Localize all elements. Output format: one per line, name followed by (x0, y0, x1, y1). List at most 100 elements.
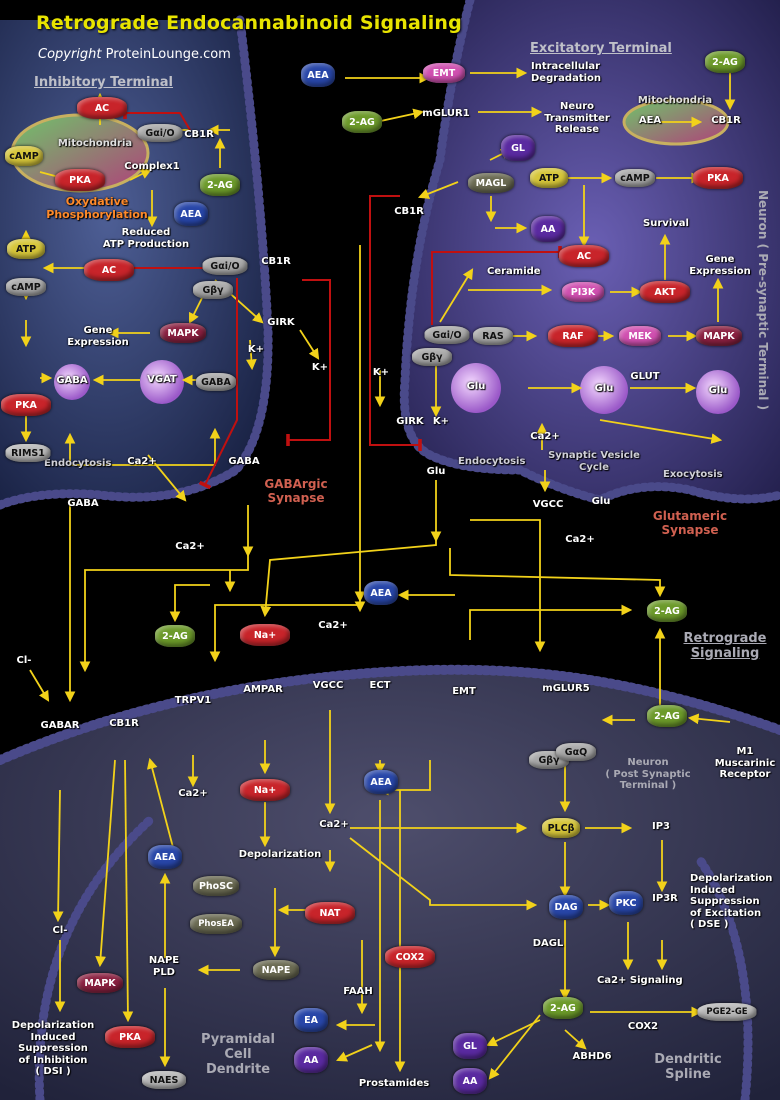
node-gaba-3: GABA (67, 498, 99, 509)
node-glu-3: Glu (426, 466, 446, 477)
node-cl-1: Cl- (16, 655, 32, 666)
node-ca-post-1: Ca2+ (178, 788, 208, 799)
node-ac-exc: AC (559, 245, 609, 267)
node-pka-post: PKA (105, 1026, 155, 1048)
mitochondria-exc-label: Mitochondria (637, 95, 713, 106)
node-aea-inh: AEA (174, 202, 208, 226)
neurotransmitter-release-line3: Release (554, 124, 600, 135)
node-ea: EA (294, 1008, 328, 1032)
dse-line3: Suppression (690, 896, 760, 907)
node-ca-exc: Ca2+ (530, 431, 560, 442)
node-emt-post: EMT (452, 686, 476, 697)
pyramidal-dendrite-line2: Cell (224, 1046, 252, 1062)
node-gaba-2: GABA (196, 373, 236, 391)
node-ca-inh-2: Ca2+ (175, 541, 205, 552)
inhibitory-terminal-label: Inhibitory Terminal (34, 75, 173, 90)
node-ect: ECT (369, 680, 391, 691)
node-faah: FAAH (343, 986, 373, 997)
node-pge2-ge: PGE2-GE (697, 1003, 757, 1021)
pyramidal-dendrite-line1: Pyramidal (201, 1032, 275, 1047)
exocytosis-label: Exocytosis (663, 469, 723, 480)
node-m1-receptor-line2: Muscarinic (714, 757, 776, 769)
node-aa-post-2: AA (453, 1068, 487, 1094)
node-complex1: Complex1 (124, 161, 180, 172)
node-aea-mid: AEA (364, 581, 398, 605)
node-k-exc: K+ (372, 367, 390, 378)
node-k-exc-2: K+ (432, 416, 450, 427)
pyramidal-dendrite-label: Pyramidal Cell Dendrite (201, 1032, 275, 1078)
neurotransmitter-release-label: Neuro Transmitter Release (544, 101, 610, 136)
node-gl-exc: GL (501, 135, 535, 161)
pyramidal-dendrite-line3: Dendrite (205, 1061, 271, 1077)
retrograde-signaling-line2: Signaling (690, 645, 760, 661)
synaptic-vesicle-cycle-line2: Cycle (578, 461, 609, 473)
glutameric-synapse-line1: Glutameric (652, 509, 728, 523)
node-trpv1: TRPV1 (174, 695, 212, 706)
node-atp-inh: ATP (7, 239, 45, 259)
excitatory-terminal-label: Excitatory Terminal (530, 41, 672, 56)
node-two-ag-exc-top: 2-AG (342, 111, 382, 133)
dsi-line2: Induced (30, 1031, 76, 1043)
node-cox2-1: COX2 (385, 946, 435, 968)
intracellular-degradation-label: Intracellular Degradation (531, 61, 601, 84)
gene-expression-exc-line1: Gene (705, 254, 735, 265)
retrograde-signaling-line1: Retrograde (683, 631, 767, 646)
node-cl-2: Cl- (52, 925, 68, 936)
node-pka-inh-top: PKA (55, 169, 105, 191)
node-k-inh-1: K+ (247, 344, 265, 355)
node-rims1: RIMS1 (5, 444, 51, 462)
presynaptic-neuron-label: Neuron ( Pre-synaptic Terminal ) (756, 189, 770, 411)
node-ip3r: IP3R (652, 893, 678, 904)
node-ampar: AMPAR (243, 684, 283, 695)
node-phosc: PhoSC (193, 876, 239, 896)
node-gaba-4: GABA (228, 456, 260, 467)
node-dagl: DAGL (532, 938, 564, 949)
node-mglur1: mGLUR1 (422, 108, 470, 119)
node-raf: RAF (548, 325, 598, 347)
node-gaq: GαQ (556, 743, 596, 761)
node-ac-inh-top: AC (77, 97, 127, 119)
node-vgcc-exc: VGCC (532, 499, 564, 510)
endocytosis-inh-label: Endocytosis (44, 458, 112, 469)
gene-expression-inh-line2: Expression (67, 336, 129, 348)
node-ca-post-2: Ca2+ (319, 819, 349, 830)
endocytosis-exc-label: Endocytosis (458, 456, 526, 467)
reduced-atp-line2: ATP Production (102, 238, 190, 250)
gene-expression-inh-line1: Gene (83, 325, 113, 336)
node-two-ag-inh: 2-AG (200, 174, 240, 196)
node-vgcc-post: VGCC (312, 680, 344, 691)
node-camp-inh-top: cAMP (5, 146, 43, 166)
node-glu-2: Glu (594, 383, 614, 394)
node-emt-top: EMT (423, 63, 465, 83)
copyright-word: Copyright (38, 47, 102, 62)
node-cb1r-exc-mito: CB1R (711, 115, 741, 126)
node-aa-post-1: AA (294, 1047, 328, 1073)
mitochondria-inh-label: Mitochondria (57, 138, 133, 149)
gabaergic-synapse-line2: Synapse (267, 490, 325, 505)
node-two-ag-exc-right: 2-AG (705, 51, 745, 73)
node-aa-exc: AA (531, 216, 565, 242)
node-two-ag-post: 2-AG (543, 997, 583, 1019)
gene-expression-exc-line2: Expression (689, 265, 751, 277)
postsynaptic-neuron-line2: ( Post Synaptic (605, 768, 691, 780)
synaptic-vesicle-cycle-label: Synaptic Vesicle Cycle (548, 450, 640, 473)
node-cb1r-exc: CB1R (394, 206, 424, 217)
intracellular-degradation-line1: Intracellular (531, 61, 601, 72)
neurotransmitter-release-line2: Transmitter (544, 112, 610, 124)
node-aea-exc-top: AEA (301, 63, 335, 87)
neurotransmitter-release-line1: Neuro (559, 101, 595, 112)
node-gaio-exc: Gαi/O (424, 326, 470, 344)
node-two-ag-right: 2-AG (647, 705, 687, 727)
intracellular-degradation-line2: Degradation (531, 72, 602, 84)
gabaergic-synapse-label: GABArgic Synapse (264, 477, 327, 506)
dendritic-spline-line1: Dendritic (654, 1052, 722, 1067)
node-gaio-inh: Gαi/O (202, 257, 248, 275)
node-m1-receptor-line1: M1 (736, 746, 754, 757)
node-two-ag-left: 2-AG (155, 625, 195, 647)
node-gaba-1: GABA (56, 375, 88, 386)
dendritic-spline-label: Dendritic Spline (654, 1052, 722, 1083)
node-pka-exc: PKA (693, 167, 743, 189)
node-phosea: PhosEA (190, 914, 242, 934)
node-dag: DAG (549, 895, 583, 919)
